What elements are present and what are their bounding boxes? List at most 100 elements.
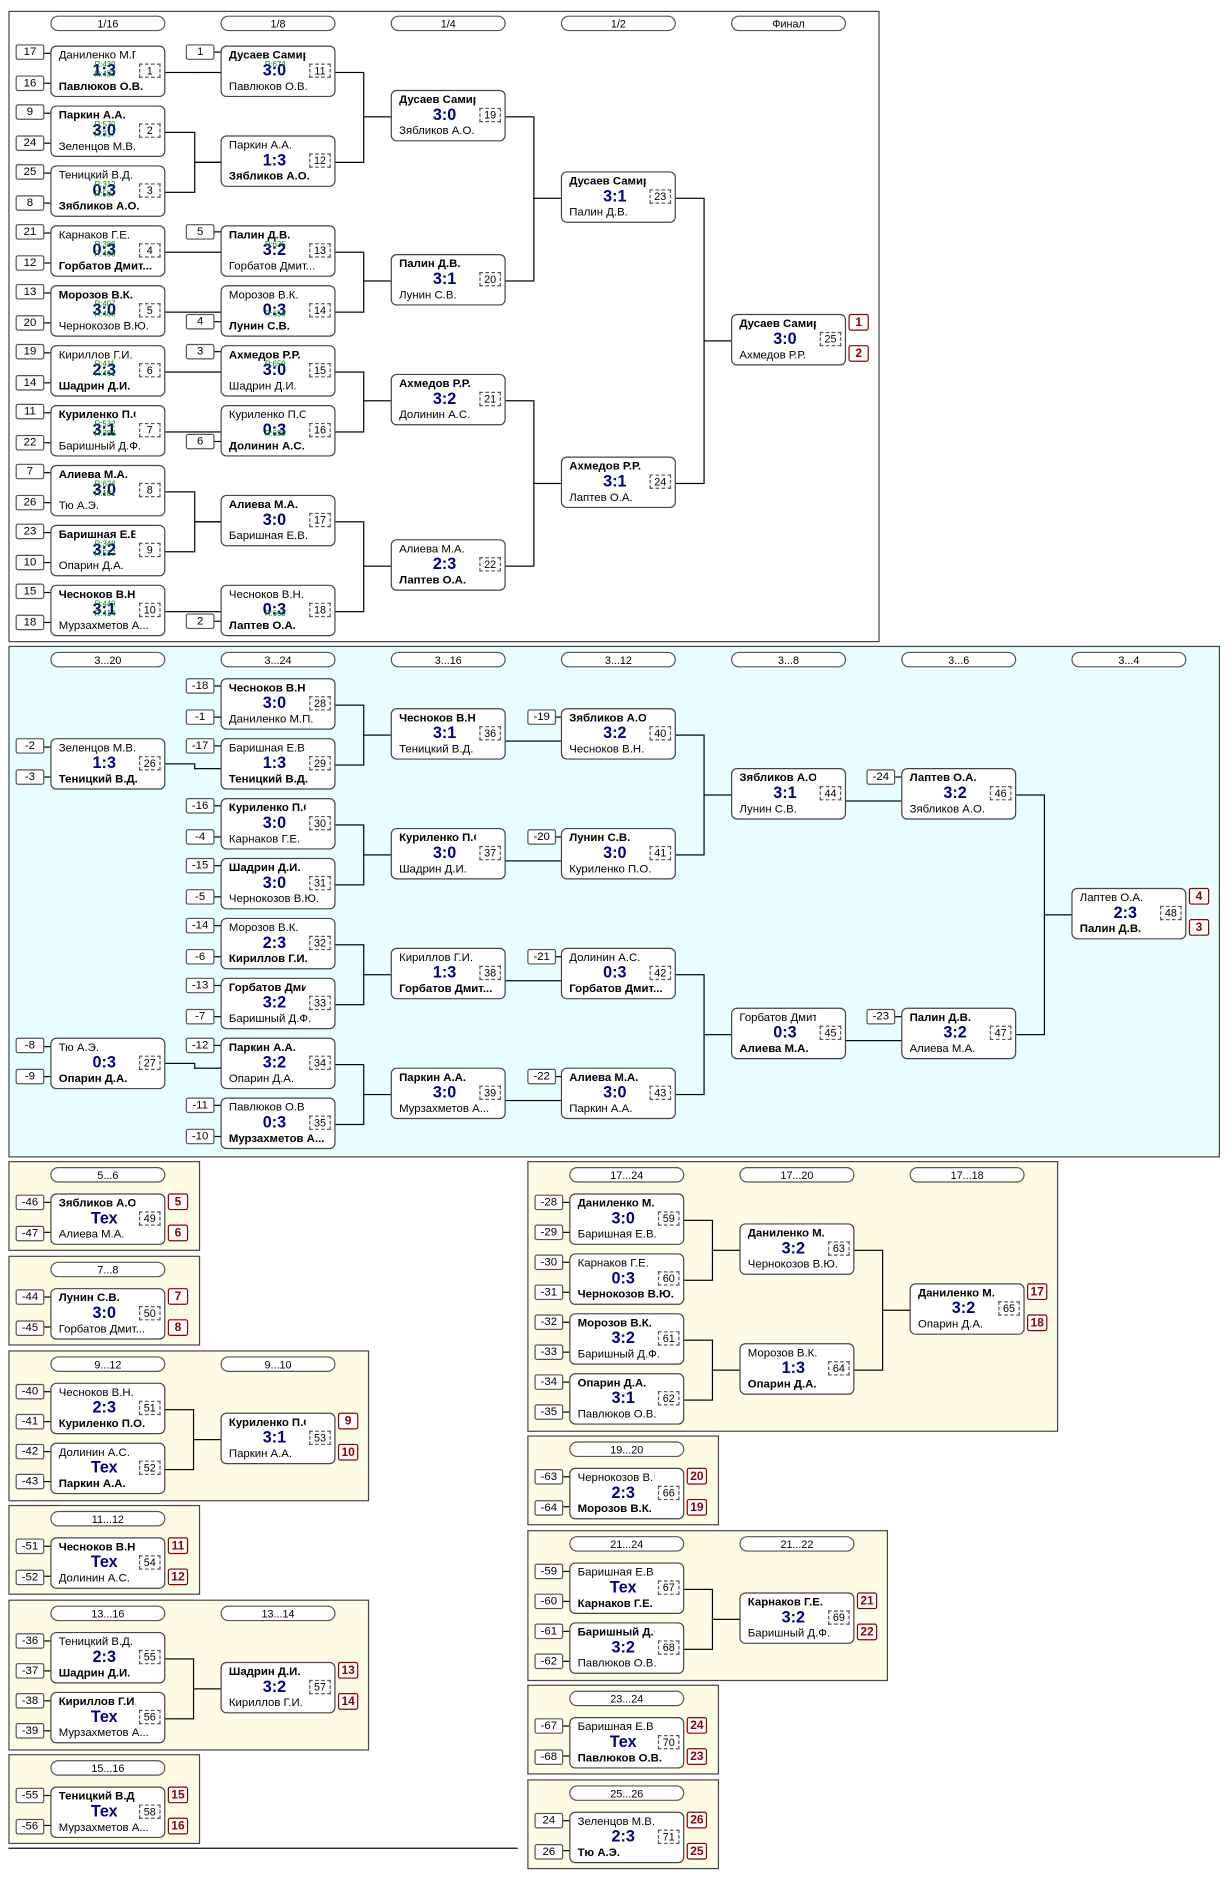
connector-line — [44, 1075, 51, 1078]
match-score: 3:2 — [262, 240, 287, 259]
connector-line — [363, 115, 391, 117]
connector-line — [335, 430, 364, 432]
connector-line — [214, 231, 221, 233]
rating-2: R:660 — [264, 609, 286, 619]
player-2-name: Баришный Д.Ф. — [577, 1347, 660, 1362]
seed-box: -39 — [15, 1723, 45, 1739]
connector-line — [44, 232, 51, 234]
seed-box: 7 — [15, 463, 45, 480]
round-header: 21...22 — [739, 1536, 855, 1552]
connector-line — [165, 1717, 193, 1719]
seed-box: -19 — [527, 709, 557, 725]
place-box: 25 — [686, 1842, 708, 1860]
connector-line — [335, 610, 364, 612]
connector-line — [214, 620, 221, 622]
connector-line — [563, 1850, 570, 1852]
connector-line — [194, 161, 196, 193]
connector-line — [44, 532, 51, 534]
seed-box: 16 — [15, 75, 45, 92]
match-score: 0:3 — [262, 600, 287, 619]
connector-line — [44, 1391, 51, 1393]
match-number: 60 — [657, 1271, 680, 1286]
player-2-name: Опарин Д.А. — [228, 1072, 295, 1086]
match-score: 3:0 — [611, 1208, 635, 1227]
place-box: 15 — [167, 1786, 189, 1804]
player-1-name: Ахмедов Р.Р. — [399, 377, 471, 391]
player-1-name: Палин Д.В. — [399, 257, 461, 271]
connector-line — [335, 1123, 364, 1125]
